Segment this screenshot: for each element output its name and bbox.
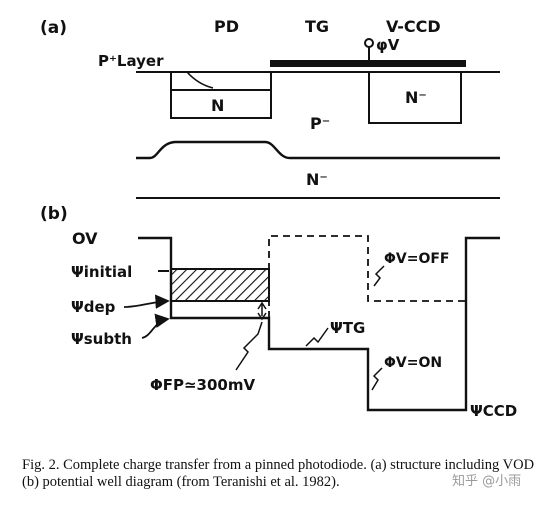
- n-minus-region: [368, 71, 462, 124]
- n-minus-region-label: N⁻: [405, 88, 427, 107]
- p-n-junction: [136, 140, 500, 160]
- psi-ccd-label: ΨCCD: [470, 402, 517, 420]
- phi-fp-leader: [235, 321, 263, 371]
- phi-v-off-leader: [373, 265, 385, 287]
- phi-v-terminal: [364, 38, 374, 48]
- phi-fp-label: ΦFP≃300mV: [150, 376, 256, 394]
- psi-dep-arrow: [123, 294, 170, 309]
- pd-header: PD: [214, 17, 239, 36]
- tg-header: TG: [305, 17, 329, 36]
- p-plus-pointer: [186, 71, 214, 89]
- phi-v-label: φV: [376, 36, 400, 54]
- figure-caption: Fig. 2. Complete charge transfer from a …: [22, 457, 535, 490]
- vccd-header: V-CCD: [386, 17, 441, 36]
- stored-charge-hatch: [170, 268, 270, 302]
- panel-a-label: (a): [40, 18, 67, 38]
- phi-fp-arrow-up: [257, 301, 267, 310]
- n-region: [170, 89, 272, 119]
- psi-subth-arrow: [141, 313, 170, 339]
- phi-fp-arrow-down: [257, 312, 267, 321]
- p-plus-layer: [170, 71, 272, 91]
- watermark: 知乎 @小雨: [452, 474, 522, 489]
- psi-subth-label: Ψsubth: [71, 330, 132, 348]
- potential-profile-off: [268, 235, 466, 318]
- n-region-label: N: [211, 96, 224, 115]
- psi-initial-label: Ψinitial: [71, 263, 132, 281]
- potential-profile-on: [138, 236, 500, 412]
- p-plus-layer-label: P⁺Layer: [98, 52, 164, 70]
- phi-v-on-leader: [371, 367, 383, 391]
- n-minus-substrate-label: N⁻: [306, 170, 328, 189]
- gate-electrode: [270, 60, 466, 67]
- phi-v-off-label: ΦV=OFF: [384, 251, 450, 267]
- panel-b-label: (b): [40, 204, 68, 224]
- psi-tg-label: ΨTG: [330, 319, 365, 337]
- psi-tg-leader: [305, 327, 329, 347]
- p-minus-label: P⁻: [310, 114, 330, 133]
- ov-label: OV: [72, 229, 98, 248]
- psi-dep-label: Ψdep: [71, 298, 116, 316]
- phi-v-on-label: ΦV=ON: [384, 355, 442, 371]
